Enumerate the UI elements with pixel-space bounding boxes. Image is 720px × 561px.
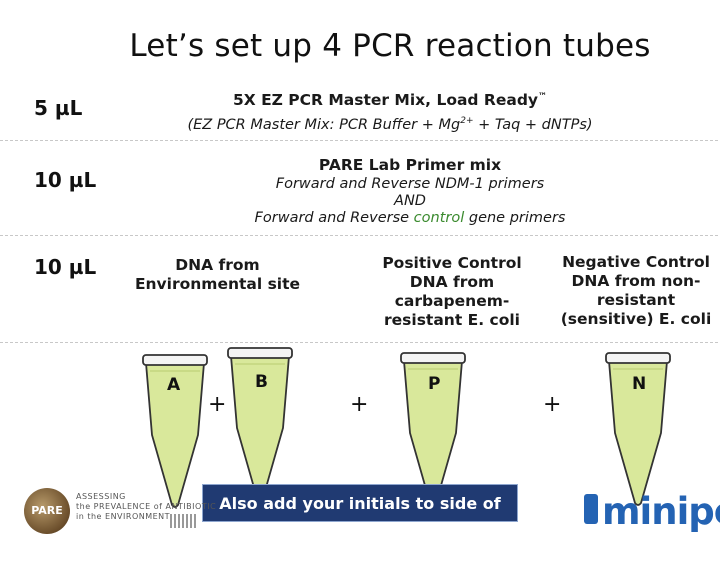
dna-negative-line-2: DNA from non- — [571, 272, 701, 290]
dna-negative-label: Negative Control DNA from non- resistant… — [556, 253, 716, 329]
dna-environmental-line-1: DNA from — [175, 256, 260, 274]
pare-logo-icon: PARE — [24, 488, 70, 534]
initials-banner: Also add your initials to side of tube — [202, 484, 518, 551]
page-title: Let’s set up 4 PCR reaction tubes — [129, 28, 651, 64]
pcr-tube-b-icon — [227, 347, 293, 501]
volume-label-dna: 10 µL — [34, 255, 97, 279]
pare-tagline-line-3: in the ENVIRONMENT — [76, 512, 171, 521]
dna-negative-line-3: resistant — [596, 291, 676, 309]
primer-line-3: Forward and Reverse control gene primers — [254, 210, 566, 226]
pare-tagline-line-2: the PREVALENCE of ANTIBIOTIC — [76, 502, 217, 511]
dna-positive-label: Positive Control DNA from carbapenem- re… — [372, 254, 532, 330]
primer-line-1: Forward and Reverse NDM-1 primers — [275, 176, 545, 192]
pare-tagline-line-1: ASSESSING — [76, 492, 126, 501]
dna-negative-line-1: Negative Control — [562, 253, 710, 271]
dna-positive-line-2: DNA from — [409, 273, 495, 291]
dna-positive-line-3: carbapenem- — [394, 292, 510, 310]
pare-badge-text: PARE — [31, 504, 63, 517]
row-divider-2 — [0, 235, 720, 236]
volume-label-primer: 10 µL — [34, 168, 97, 192]
primer-name: PARE Lab Primer mix — [318, 156, 502, 174]
tube-label-a: A — [167, 375, 181, 395]
master-mix-name: 5X EZ PCR Master Mix, Load Ready™ — [232, 91, 548, 110]
master-mix-detail: (EZ PCR Master Mix: PCR Buffer + Mg2+ + … — [187, 116, 593, 133]
pcr-tube-n-icon — [605, 352, 671, 506]
dna-negative-line-4: (sensitive) E. coli — [560, 310, 712, 328]
dna-environmental-line-2: Environmental site — [134, 275, 301, 293]
minipcr-logo-text: minipcr — [602, 490, 720, 533]
primer-block: PARE Lab Primer mix Forward and Reverse … — [220, 156, 600, 227]
primer-line-2: AND — [394, 193, 426, 209]
barcode-icon — [170, 514, 198, 528]
row-divider-3 — [0, 342, 720, 343]
master-mix-block: 5X EZ PCR Master Mix, Load Ready™ (EZ PC… — [180, 88, 600, 134]
plus-sign-2: + — [350, 392, 369, 417]
minipcr-logo-icon — [584, 494, 598, 524]
tube-label-b: B — [255, 372, 268, 392]
tube-label-n: N — [632, 374, 647, 394]
dna-positive-line-4: resistant E. coli — [384, 311, 520, 329]
dna-positive-line-1: Positive Control — [382, 254, 522, 272]
volume-label-master-mix: 5 µL — [34, 96, 83, 120]
plus-sign-3: + — [543, 392, 562, 417]
row-divider-1 — [0, 140, 720, 141]
dna-environmental-label: DNA from Environmental site — [130, 256, 305, 294]
plus-sign-1: + — [208, 392, 227, 417]
tube-label-p: P — [428, 374, 441, 394]
pcr-tube-a-icon — [142, 354, 208, 508]
pare-tagline: ASSESSING the PREVALENCE of ANTIBIOTIC i… — [76, 492, 216, 522]
